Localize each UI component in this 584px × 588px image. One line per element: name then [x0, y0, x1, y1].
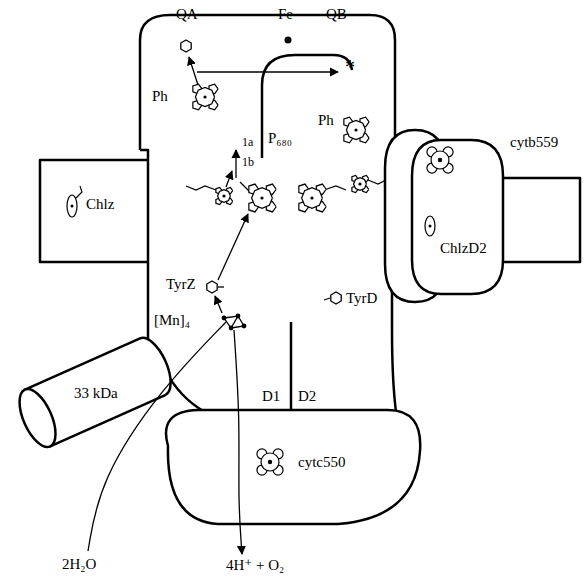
phytol-tail	[368, 180, 386, 184]
macrocycle	[252, 188, 273, 209]
tyrosine-ring	[324, 298, 330, 300]
heme-icon	[257, 449, 283, 475]
central-atom	[203, 95, 206, 98]
chlorophyll-icon	[186, 186, 233, 205]
node-outline	[383, 128, 508, 304]
protein-outline	[140, 15, 395, 150]
part-label: 4H⁺ + O₂	[226, 557, 284, 574]
manganese-atom	[222, 316, 227, 321]
pheophytin-icon	[193, 84, 218, 110]
pheophytin-icon	[344, 117, 369, 143]
node-heading: cytb559	[510, 134, 558, 151]
phytol-tail	[324, 186, 346, 190]
chlorophyll-icon	[240, 182, 276, 212]
macrocycle	[67, 195, 77, 217]
central-atom	[222, 194, 225, 197]
iron-atom	[285, 37, 292, 44]
part-label: TyrZ	[166, 276, 196, 293]
macrocycle	[302, 188, 323, 209]
part-label: QB	[326, 6, 347, 23]
central-atom	[429, 225, 432, 228]
cytochrome-c550: cytc550	[158, 406, 426, 530]
water-path-line	[88, 322, 226, 551]
phytol-tail	[186, 186, 216, 190]
node-label: 33 kDa	[74, 385, 118, 402]
callout-number: 1b	[242, 156, 254, 170]
iron-atom	[268, 460, 272, 464]
central-atom	[71, 205, 74, 208]
chlz-protein-band: Chlz	[38, 158, 148, 264]
capsule	[412, 140, 503, 294]
macrocycle	[218, 190, 231, 203]
central-atom	[310, 196, 313, 199]
central-atom	[260, 196, 263, 199]
part-label: 2H₂O	[62, 556, 96, 573]
part-label: Ph	[152, 88, 168, 105]
part-label: Fe	[278, 6, 293, 23]
blob	[166, 410, 420, 524]
electron-transfer-arrow	[218, 214, 248, 280]
cytochrome-b559: cytb559ChlzD2	[383, 128, 508, 304]
electron-transfer-arrow	[197, 71, 338, 72]
quinone-ring	[181, 40, 191, 52]
cylinder	[12, 333, 178, 452]
extrinsic-protein: 33 kDa	[12, 335, 177, 450]
membrane-band	[40, 160, 148, 262]
electron-transfer-arrow	[189, 57, 198, 85]
macrocycle	[346, 120, 365, 139]
electron-transfer-arrow	[226, 171, 232, 187]
macrocycle	[431, 151, 449, 169]
protein-outline	[140, 150, 148, 355]
cluster-bonds	[224, 316, 244, 328]
electron-transfer-arrow	[235, 150, 236, 178]
manganese-atom	[242, 324, 247, 329]
part-label: Ph	[318, 112, 334, 129]
protein-divider	[262, 55, 352, 158]
macrocycle	[261, 453, 279, 471]
cylinder-end	[12, 384, 63, 452]
chlorophyll-icon	[67, 186, 82, 217]
part-label: D2	[298, 388, 316, 405]
node-outline	[158, 406, 426, 530]
part-label: QA	[176, 6, 198, 23]
chlorophyll-icon	[352, 175, 386, 192]
macrocycle	[195, 87, 214, 106]
node-label: cytc550	[298, 454, 345, 471]
electron-transfer-arrow	[215, 296, 222, 313]
chlorophyll-icon	[299, 184, 346, 212]
part-label: D1	[262, 388, 280, 405]
manganese-cluster	[222, 314, 247, 331]
phytol-tail	[76, 186, 82, 198]
callout-number: 1a	[242, 136, 253, 150]
heme-icon	[427, 147, 453, 173]
node-label: Chlz	[86, 196, 114, 213]
part-label: *	[345, 56, 355, 79]
tyrosine-ring	[218, 286, 224, 287]
part-label: [Mn]₄	[154, 312, 190, 329]
node-label: ChlzD2	[440, 240, 487, 257]
central-atom	[358, 182, 361, 185]
manganese-atom	[229, 326, 234, 331]
macrocycle	[354, 178, 367, 191]
d1-d2-divider	[290, 322, 293, 410]
tyrosine-ring	[331, 292, 341, 304]
product-arrow	[234, 330, 242, 554]
macrocycle	[425, 216, 435, 236]
central-atom	[354, 128, 357, 131]
part-label: TyrD	[346, 290, 377, 307]
chlorophyll-icon	[425, 216, 435, 236]
tyrosine-ring	[207, 281, 217, 293]
iron-atom	[438, 158, 442, 162]
part-label: P₆₈₀	[268, 130, 292, 147]
manganese-atom	[236, 314, 241, 319]
